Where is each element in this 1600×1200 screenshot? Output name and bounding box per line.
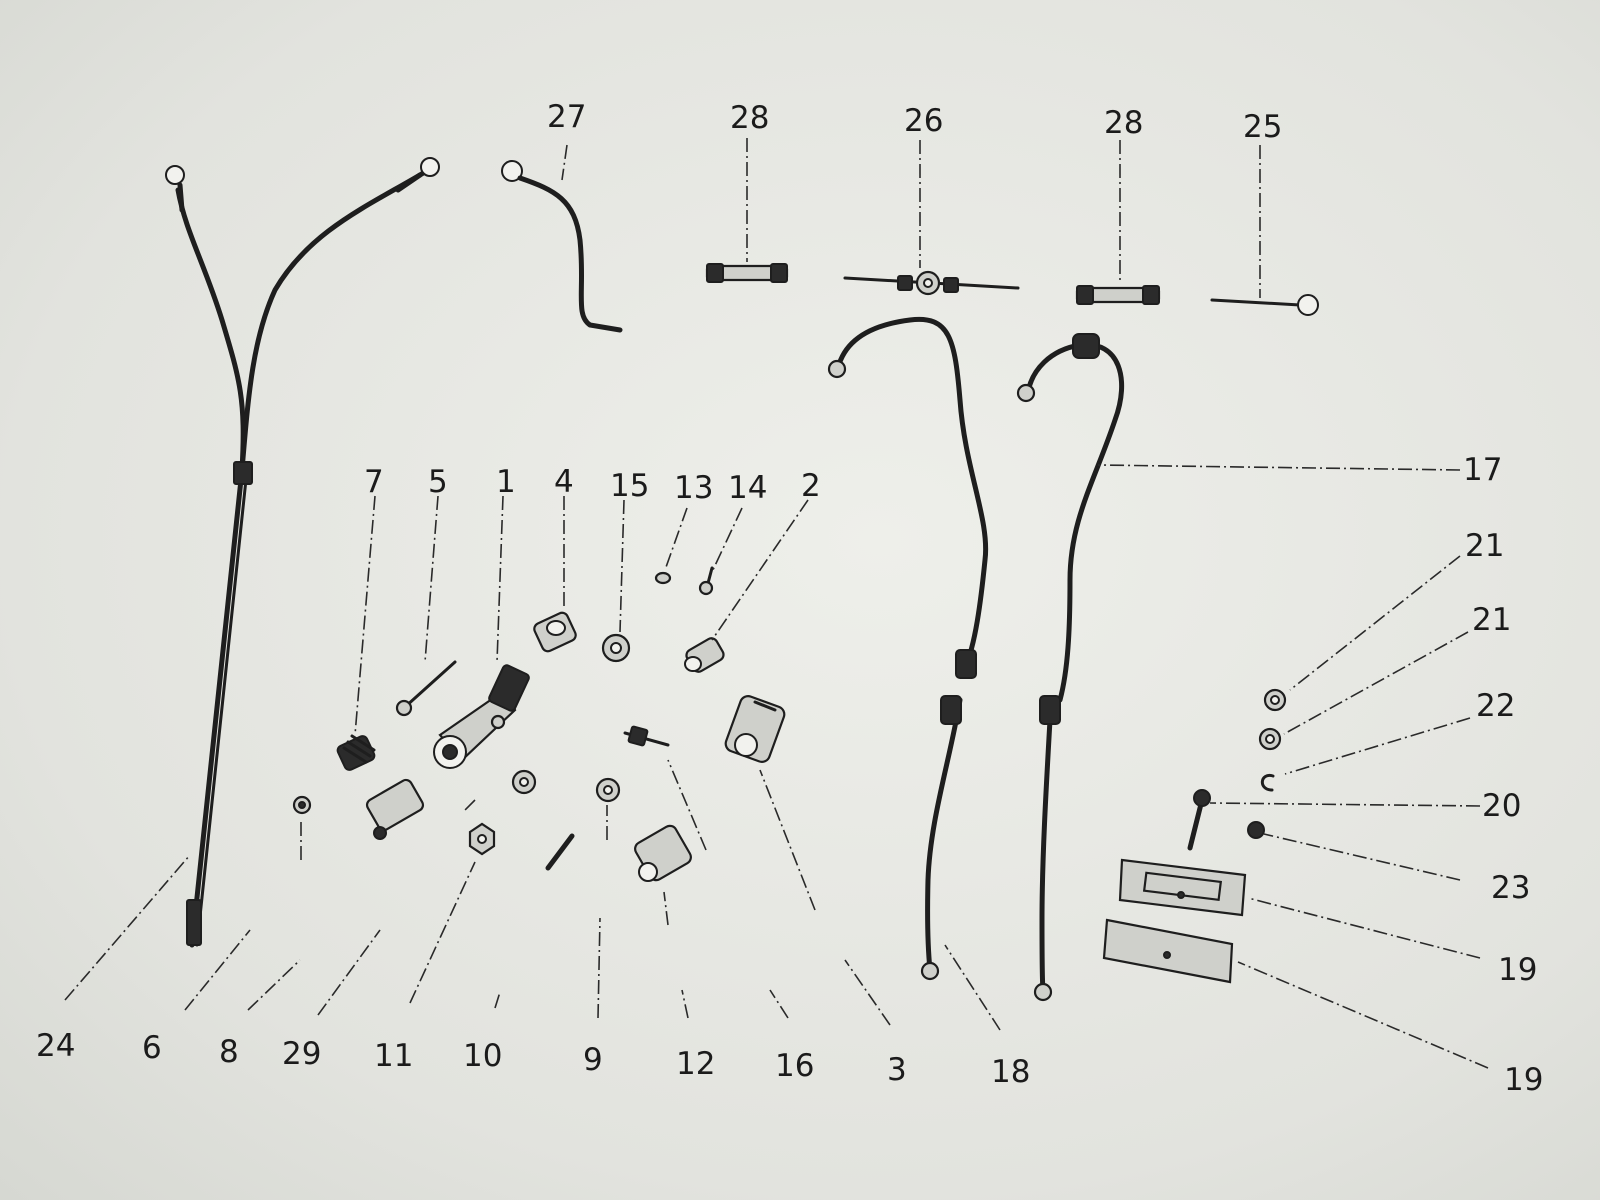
y-pipe-part-6 xyxy=(165,157,440,948)
label-15: 15 xyxy=(610,468,649,504)
washer-part-21-lower xyxy=(1258,727,1282,751)
knob-part-8 xyxy=(365,778,425,840)
label-25: 25 xyxy=(1243,109,1282,145)
label-27: 27 xyxy=(547,99,586,135)
label-4: 4 xyxy=(554,464,574,500)
t-piece-part-26 xyxy=(843,270,1020,296)
fitting-part-12 xyxy=(634,824,692,882)
washer-part-15 xyxy=(601,633,631,663)
label-29: 29 xyxy=(282,1036,321,1072)
label-22: 22 xyxy=(1476,688,1515,724)
nut-part-11 xyxy=(468,822,496,856)
spring-part-7 xyxy=(336,734,376,771)
label-3: 3 xyxy=(887,1052,907,1088)
leader-lines xyxy=(64,138,1489,1069)
spring-washer-part-22 xyxy=(1260,773,1275,792)
label-18: 18 xyxy=(991,1054,1030,1090)
sleeve-part-4 xyxy=(533,611,577,653)
label-19-lower: 19 xyxy=(1504,1062,1543,1098)
label-21-upper: 21 xyxy=(1465,528,1504,564)
label-2: 2 xyxy=(801,468,821,504)
label-20: 20 xyxy=(1482,788,1521,824)
pipe-part-27 xyxy=(501,160,623,333)
pump-body-part-1 xyxy=(433,664,530,769)
label-24: 24 xyxy=(36,1028,75,1064)
fitting-part-3 xyxy=(724,695,786,763)
label-9: 9 xyxy=(583,1042,603,1078)
label-14: 14 xyxy=(728,470,767,506)
nipple-part-2 xyxy=(684,637,725,673)
label-21-lower: 21 xyxy=(1472,602,1511,638)
pin-part-10 xyxy=(545,833,575,871)
pipe-part-18 xyxy=(827,316,989,981)
bolt-part-5 xyxy=(395,660,457,717)
clamp-block-part-19-upper xyxy=(1118,858,1247,917)
washer-part-29 xyxy=(511,769,537,795)
label-28-right: 28 xyxy=(1104,105,1143,141)
label-26: 26 xyxy=(904,103,943,139)
label-1: 1 xyxy=(496,464,516,500)
label-10: 10 xyxy=(463,1038,502,1074)
label-19-upper: 19 xyxy=(1498,952,1537,988)
washer-part-9 xyxy=(595,777,621,803)
nut-part-23 xyxy=(1247,821,1265,839)
union-part-28-left xyxy=(705,263,789,283)
label-28-left: 28 xyxy=(730,100,769,136)
cap-part-24 xyxy=(292,795,312,815)
label-13: 13 xyxy=(674,470,713,506)
ring-part-13 xyxy=(654,571,672,585)
union-part-28-right xyxy=(1075,285,1161,305)
banjo-part-25 xyxy=(1210,294,1319,316)
pipe-part-17 xyxy=(1016,333,1124,1002)
label-7: 7 xyxy=(364,464,384,500)
label-6: 6 xyxy=(142,1030,162,1066)
label-16: 16 xyxy=(775,1048,814,1084)
label-5: 5 xyxy=(428,464,448,500)
label-23: 23 xyxy=(1491,870,1530,906)
clamp-block-part-19-lower xyxy=(1102,918,1234,984)
callout-labels: 27 28 26 28 25 17 21 21 22 20 23 19 19 7… xyxy=(36,99,1543,1098)
washer-part-21-upper xyxy=(1263,688,1287,712)
bolt-part-20 xyxy=(1187,789,1211,851)
screw-part-14 xyxy=(698,566,714,596)
label-17: 17 xyxy=(1463,452,1502,488)
label-8: 8 xyxy=(219,1034,239,1070)
union-part-16 xyxy=(623,725,670,747)
label-11: 11 xyxy=(374,1038,413,1074)
label-12: 12 xyxy=(676,1046,715,1082)
